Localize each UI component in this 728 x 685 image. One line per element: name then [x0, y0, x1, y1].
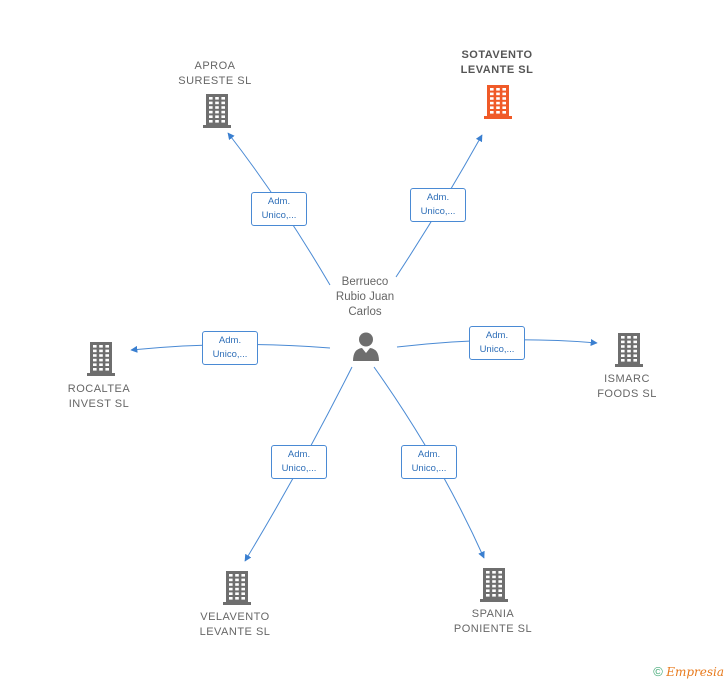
role-label-rocaltea[interactable]: Adm. Unico,...	[202, 331, 258, 365]
company-node-velavento[interactable]: VELAVENTO LEVANTE SL	[175, 610, 295, 640]
role-label-sotavento[interactable]: Adm. Unico,...	[410, 188, 466, 222]
company-node-aproa[interactable]: APROA SURESTE SL	[155, 59, 275, 89]
brand-name: Empresia	[666, 665, 724, 679]
company-name: SOTAVENTO LEVANTE SL	[460, 49, 534, 76]
company-name: ISMARC FOODS SL	[597, 373, 657, 400]
company-name: ROCALTEA INVEST SL	[67, 383, 131, 410]
building-icon	[615, 333, 643, 367]
person-name: Berrueco Rubio Juan Carlos	[335, 276, 395, 318]
building-icon	[223, 571, 251, 605]
company-node-ismarc[interactable]: ISMARC FOODS SL	[567, 372, 687, 402]
copyright-icon: ©	[653, 664, 663, 679]
company-node-rocaltea[interactable]: ROCALTEA INVEST SL	[39, 382, 159, 412]
company-name: VELAVENTO LEVANTE SL	[199, 611, 271, 638]
brand-watermark: © Empresia	[653, 664, 724, 679]
role-label-ismarc[interactable]: Adm. Unico,...	[469, 326, 525, 360]
building-icon	[484, 85, 512, 119]
role-label-spania[interactable]: Adm. Unico,...	[401, 445, 457, 479]
company-name: SPANIA PONIENTE SL	[453, 608, 533, 635]
company-node-spania[interactable]: SPANIA PONIENTE SL	[433, 607, 553, 637]
person-node[interactable]: Berrueco Rubio Juan Carlos	[310, 275, 420, 320]
building-icon	[87, 342, 115, 376]
role-label-velavento[interactable]: Adm. Unico,...	[271, 445, 327, 479]
role-label-aproa[interactable]: Adm. Unico,...	[251, 192, 307, 226]
company-node-sotavento[interactable]: SOTAVENTO LEVANTE SL	[437, 48, 557, 78]
company-name: APROA SURESTE SL	[178, 60, 252, 87]
building-icon	[203, 94, 231, 128]
person-icon	[353, 332, 379, 361]
building-icon	[480, 568, 508, 602]
